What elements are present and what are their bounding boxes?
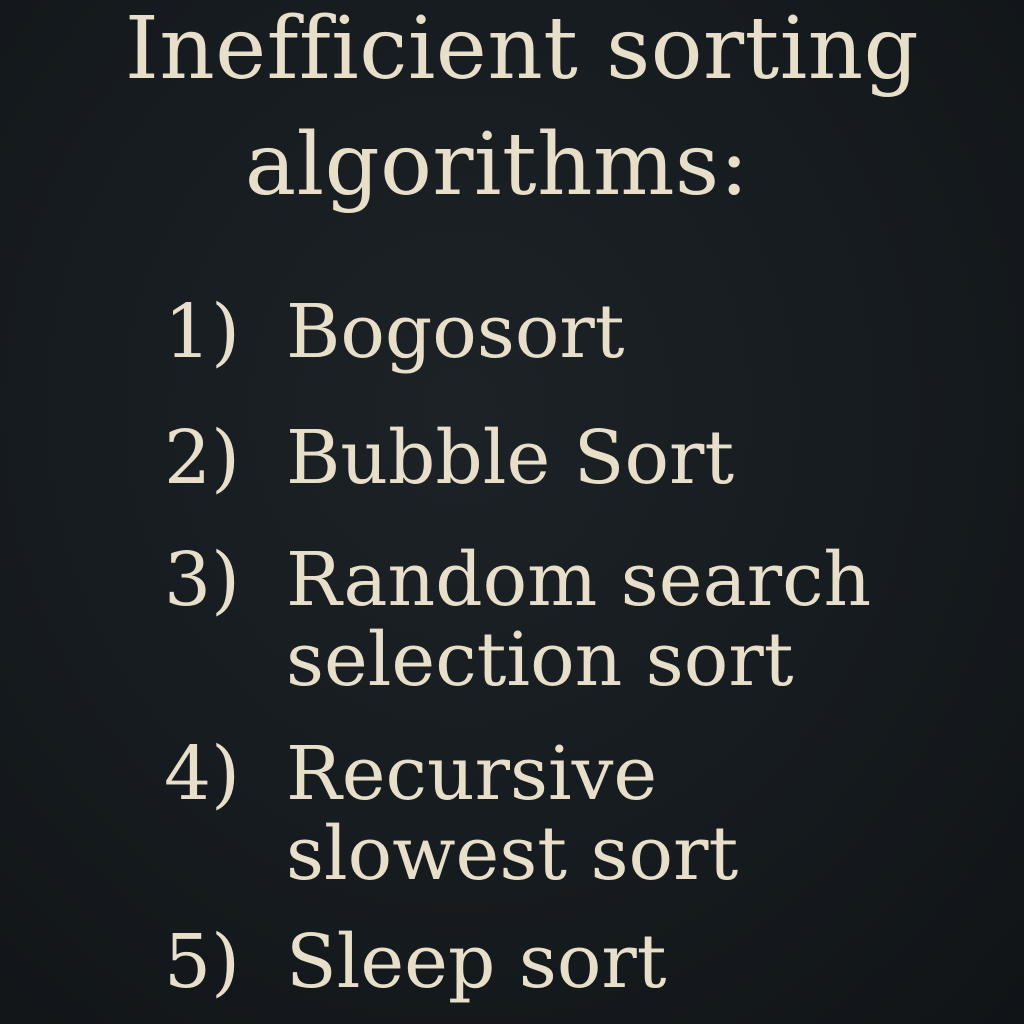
list-item-label-line: Bogosort: [286, 289, 625, 375]
list-item-number: 2): [164, 415, 240, 501]
title-line-2: algorithms:: [244, 115, 750, 215]
list-item-label-line: Random search: [286, 537, 872, 623]
list-item-number: 1): [164, 289, 240, 375]
list-item-number: 4): [164, 731, 240, 817]
title-line-1: Inefficient sorting: [124, 0, 920, 99]
list-item-label: Recursive slowest sort: [286, 734, 738, 894]
list-item-label: Bogosort: [286, 292, 625, 372]
list-item-label-line: Recursive: [286, 731, 658, 817]
list-item-label-line: Sleep sort: [286, 919, 667, 1005]
list-item-label: Bubble Sort: [286, 418, 734, 498]
list-item-label: Sleep sort: [286, 922, 666, 1002]
list-item-number: 5): [164, 919, 240, 1005]
list-item-label-line: Bubble Sort: [286, 415, 735, 501]
list-item-label: Random search selection sort: [286, 540, 871, 700]
list-item-number: 3): [164, 537, 240, 623]
list-item-label-line: selection sort: [286, 617, 794, 703]
list-item-label-line: slowest sort: [286, 811, 739, 897]
